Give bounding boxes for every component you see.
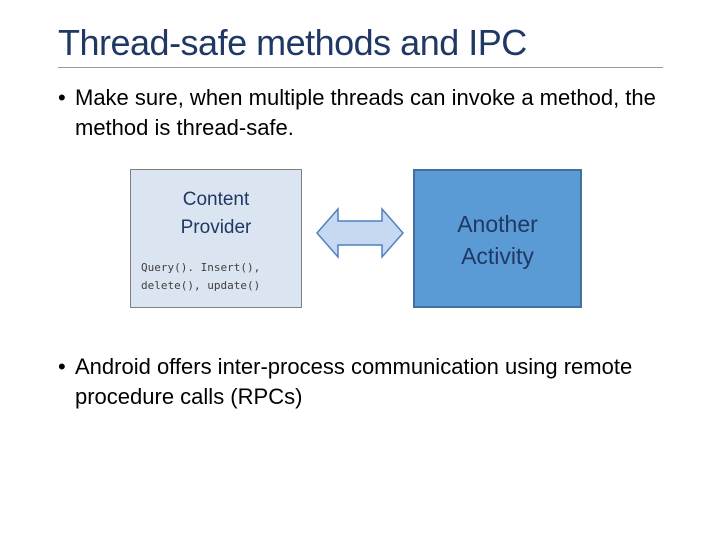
content-provider-box: Content Provider Query(). Insert(), dele… — [130, 169, 302, 308]
content-provider-label: Content Provider — [180, 189, 252, 238]
bullet-marker: • — [58, 354, 66, 379]
title-divider — [58, 67, 663, 68]
bullet-text: Make sure, when multiple threads can inv… — [75, 85, 656, 140]
double-headed-arrow-icon — [316, 207, 404, 259]
another-activity-box: Another Activity — [413, 169, 582, 308]
another-activity-label: Another Activity — [457, 211, 538, 269]
bullet-item-thread-safe: • Make sure, when multiple threads can i… — [58, 83, 668, 143]
bullet-item-ipc: • Android offers inter-process communica… — [58, 352, 668, 412]
bullet-marker: • — [58, 85, 66, 110]
slide-title: Thread-safe methods and IPC — [58, 22, 527, 63]
content-provider-methods: Query(). Insert(), delete(), update() — [141, 261, 261, 292]
bullet-text: Android offers inter-process communicati… — [75, 354, 633, 409]
